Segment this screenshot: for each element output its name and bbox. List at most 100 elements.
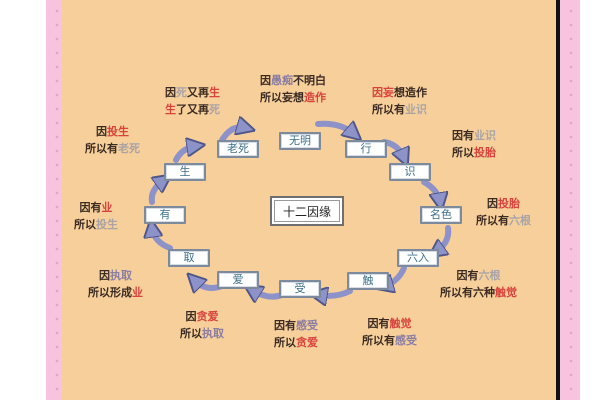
caption-mingse: 因投胎所以有六根 <box>476 195 531 229</box>
caption-segment: 想造作 <box>394 86 427 99</box>
cycle-arrow <box>381 139 404 158</box>
caption-segment: 死 <box>209 103 220 116</box>
node-qu: 取 <box>168 249 210 267</box>
caption-line: 所以投胎 <box>452 144 496 161</box>
node-shi: 识 <box>389 163 431 181</box>
caption-line: 所以执取 <box>180 325 224 342</box>
caption-segment: 因 <box>165 86 176 99</box>
node-liuru: 六入 <box>397 249 439 267</box>
caption-segment: 业识 <box>405 103 427 116</box>
caption-line: 所以有感受 <box>362 332 417 349</box>
caption-segment: 感受 <box>395 334 417 347</box>
node-xing: 行 <box>345 140 387 158</box>
caption-segment: 造作 <box>304 91 326 104</box>
caption-line: 因死又再生 <box>165 84 220 101</box>
caption-line: 因贪爱 <box>180 308 224 325</box>
caption-segment: 所以妄想 <box>260 91 304 104</box>
caption-line: 因有感受 <box>274 317 318 334</box>
cycle-arrow <box>219 127 246 143</box>
caption-segment: 老死 <box>118 142 140 155</box>
caption-line: 所以投生 <box>74 216 118 233</box>
caption-wuming: 因愚痴不明白所以妄想造作 <box>260 72 326 106</box>
caption-line: 所以妄想造作 <box>260 89 326 106</box>
caption-line: 生了又再死 <box>165 101 220 118</box>
caption-segment: 不明白 <box>293 74 326 87</box>
caption-segment: 所以有六种 <box>440 286 495 299</box>
caption-segment: 六根 <box>509 214 531 227</box>
caption-line: 所以有六种触觉 <box>440 284 517 301</box>
caption-sheng-si: 因死又再生生了又再死 <box>165 84 220 118</box>
caption-line: 因愚痴不明白 <box>260 72 326 89</box>
caption-chu: 因有触觉所以有感受 <box>362 315 417 349</box>
caption-segment: 贪爱 <box>196 310 219 323</box>
cycle-arrow <box>173 146 196 163</box>
caption-segment: 因 <box>99 269 110 282</box>
node-sheng: 生 <box>164 163 206 181</box>
caption-line: 因有业 <box>74 199 118 216</box>
caption-segment: 了又再 <box>176 103 209 116</box>
caption-liuru: 因有六根所以有六种触觉 <box>440 267 517 301</box>
caption-line: 因投生 <box>85 123 140 140</box>
node-wuming: 无明 <box>279 132 321 150</box>
caption-segment: 业识 <box>474 129 496 142</box>
caption-line: 所以有老死 <box>85 140 140 157</box>
caption-segment: 死 <box>176 86 187 99</box>
caption-segment: 触觉 <box>495 286 517 299</box>
caption-segment: 感受 <box>296 319 318 332</box>
caption-xing: 因妄想造作所以有业识 <box>372 84 427 118</box>
caption-segment: 又再 <box>187 86 209 99</box>
caption-segment: 生 <box>209 86 220 99</box>
caption-line: 所以形成业 <box>88 284 143 301</box>
caption-line: 所以贪爱 <box>274 334 318 351</box>
caption-segment: 所以 <box>274 336 296 349</box>
caption-segment: 因 <box>185 310 197 323</box>
node-you: 有 <box>144 206 186 224</box>
caption-shi: 因有业识所以投胎 <box>452 127 496 161</box>
caption-segment: 因妄 <box>372 86 394 99</box>
panel-edge <box>556 0 560 400</box>
cycle-arrow <box>148 180 164 205</box>
node-laosi: 老死 <box>217 140 259 158</box>
node-chu: 触 <box>347 272 389 290</box>
cycle-arrow <box>152 228 173 251</box>
caption-segment: 因 <box>487 197 498 210</box>
center-title-box: 十二因缘 <box>270 196 344 226</box>
caption-segment: 因有 <box>367 317 390 330</box>
caption-line: 因投胎 <box>476 195 531 212</box>
cycle-arrow <box>315 124 354 134</box>
caption-segment: 因有 <box>452 129 474 142</box>
caption-segment: 业 <box>132 286 143 299</box>
caption-laosi: 因投生所以有老死 <box>85 123 140 157</box>
caption-segment: 所以有 <box>476 214 509 227</box>
caption-ai: 因贪爱所以执取 <box>180 308 224 342</box>
caption-segment: 投胎 <box>498 197 520 210</box>
caption-segment: 因有 <box>274 319 296 332</box>
caption-segment: 所以有 <box>85 142 118 155</box>
caption-segment: 因 <box>260 74 271 87</box>
caption-shou: 因有感受所以贪爱 <box>274 317 318 351</box>
caption-segment: 生 <box>165 103 176 116</box>
caption-segment: 贪爱 <box>296 336 318 349</box>
caption-segment: 投生 <box>96 218 118 231</box>
caption-segment: 愚痴 <box>271 74 293 87</box>
caption-segment: 投生 <box>107 125 129 138</box>
caption-segment: 触觉 <box>389 317 412 330</box>
node-mingse: 名色 <box>420 206 462 224</box>
caption-segment: 所以 <box>452 146 474 159</box>
caption-line: 因有触觉 <box>362 315 417 332</box>
cycle-arrow <box>252 290 285 297</box>
caption-line: 因执取 <box>88 267 143 284</box>
caption-segment: 因 <box>96 125 107 138</box>
node-shou: 受 <box>279 280 321 298</box>
caption-segment: 业 <box>101 201 113 214</box>
caption-segment: 执取 <box>202 327 224 340</box>
right-border-strip <box>560 0 580 400</box>
caption-segment: 因有 <box>456 269 479 282</box>
caption-segment: 投胎 <box>474 146 496 159</box>
node-ai: 爱 <box>217 271 259 289</box>
cycle-arrow <box>421 179 440 202</box>
caption-segment: 所以有 <box>372 103 405 116</box>
center-title: 十二因缘 <box>282 204 331 219</box>
caption-segment: 所以 <box>74 218 96 231</box>
caption-segment: 所以有 <box>362 334 395 347</box>
